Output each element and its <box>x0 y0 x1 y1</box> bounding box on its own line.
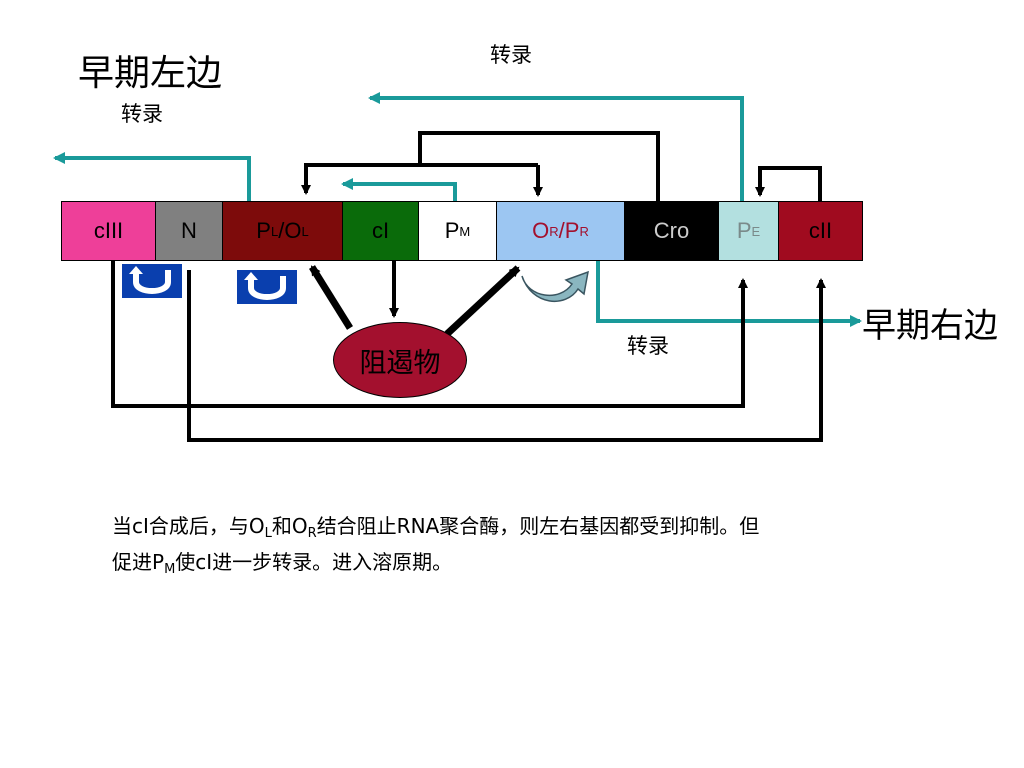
gene-label: cIII <box>93 218 124 243</box>
gene-label: cII <box>808 218 833 243</box>
gene-ciii: cIII <box>61 201 156 261</box>
early-left-label: 早期左边 <box>78 53 223 94</box>
gene-ci: cI <box>342 201 419 261</box>
gene-label: Cro <box>653 218 690 243</box>
pr-transcription-arrow <box>596 261 862 327</box>
gene-label: O <box>532 218 550 243</box>
caption-sub: M <box>164 562 176 577</box>
n-to-cii-arrow <box>187 270 826 442</box>
early-right-label: 早期右边 <box>862 306 998 346</box>
gene-label: N <box>181 218 197 243</box>
repressor-label: 阻遏物 <box>359 347 441 379</box>
u-turn-icon <box>120 262 184 300</box>
cii-to-pe-arrow <box>755 166 822 201</box>
cro-to-pl-arrow <box>301 163 538 195</box>
repressor-to-ol-arrow <box>309 265 353 330</box>
early-left-sub-label: 转录 <box>121 102 163 126</box>
cro-regulation-loop <box>418 131 660 201</box>
gene-label-sub: R <box>549 223 559 239</box>
caption-line-1: 当cI合成后，与OL和OR结合阻止RNA聚合酶，则左右基因都受到抑制。但 <box>112 512 952 548</box>
caption-text: 和O <box>271 514 308 538</box>
gene-cro: Cro <box>624 201 719 261</box>
gene-label-sub: M <box>459 223 471 239</box>
ciii-to-pe-arrow <box>111 261 748 408</box>
gene-label: P <box>444 218 460 243</box>
gene-label: /P <box>558 218 580 243</box>
caption-text: 促进P <box>112 550 165 574</box>
gene-label: cI <box>371 218 390 243</box>
curved-arrow-icon <box>521 270 589 303</box>
caption-text: 结合阻止RNA聚合酶，则左右基因都受到抑制。但 <box>316 514 760 538</box>
caption-sub: R <box>307 526 317 541</box>
caption-text: 使cI进一步转录。进入溶原期。 <box>175 550 453 574</box>
pl-transcription-arrow <box>53 152 251 201</box>
top-transcription-label: 转录 <box>490 43 532 67</box>
gene-label: P <box>736 218 752 243</box>
gene-label-sub: E <box>751 223 761 239</box>
u-turn-icon <box>235 268 299 306</box>
gene-label: /O <box>278 218 302 243</box>
caption-sub: L <box>264 526 272 541</box>
gene-label: P <box>256 218 271 243</box>
repressor-to-or-arrow <box>444 265 521 337</box>
gene-cii: cII <box>778 201 863 261</box>
caption-line-2: 促进PM使cI进一步转录。进入溶原期。 <box>112 548 952 584</box>
gene-n: N <box>155 201 223 261</box>
right-transcription-label: 转录 <box>627 334 669 358</box>
pe-transcription-arrow <box>368 92 744 201</box>
caption-text: 当cI合成后，与O <box>112 514 265 538</box>
gene-label-sub: L <box>301 223 309 239</box>
gene-label-sub: R <box>579 223 589 239</box>
caption: 当cI合成后，与OL和OR结合阻止RNA聚合酶，则左右基因都受到抑制。但 促进P… <box>112 512 952 584</box>
gene-label-sub: L <box>270 223 279 239</box>
repressor-ellipse: 阻遏物 <box>333 322 467 398</box>
pm-transcription-arrow <box>341 178 457 201</box>
